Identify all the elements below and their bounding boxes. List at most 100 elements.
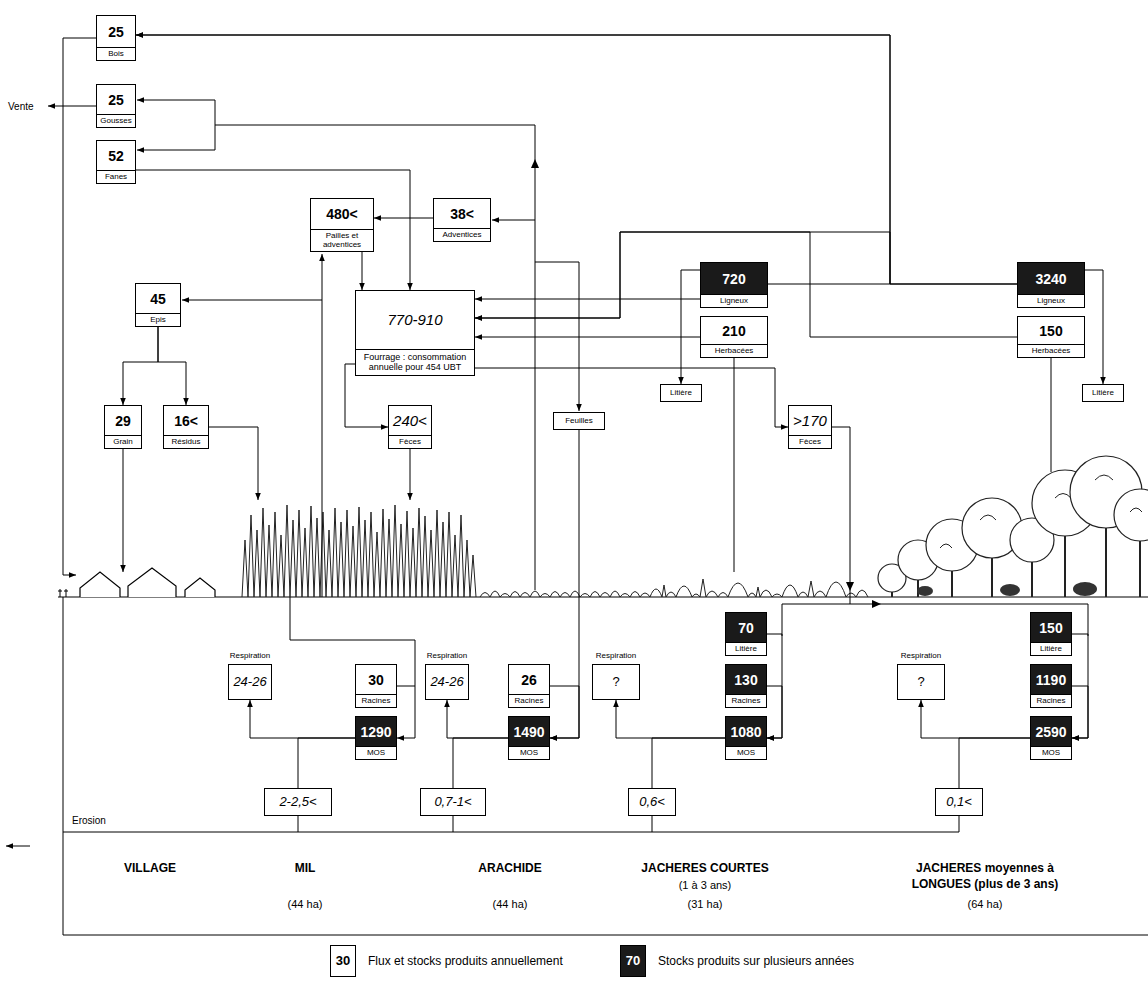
village-huts	[80, 568, 215, 597]
erosion-box: 2-2,5<	[264, 788, 332, 816]
area-size: (44 ha)	[493, 896, 528, 912]
arrow-head	[872, 600, 881, 608]
value-number: 38<	[434, 199, 490, 228]
box-label: Adventices	[434, 228, 490, 241]
flow-arrow	[250, 700, 355, 738]
box-label: Racines	[726, 694, 766, 707]
flow-box: 29Grain	[104, 405, 142, 449]
respiration-node: Respiration24-26	[228, 650, 272, 700]
stock-box: 720Ligneux	[700, 262, 768, 308]
ground-line	[58, 597, 1148, 598]
zone-duration: (1 à 3 ans)	[679, 877, 732, 893]
tree-texture	[940, 475, 1142, 548]
flow-box: 45Epis	[135, 283, 181, 327]
value-number: 30	[356, 665, 396, 694]
harvest-arrow	[137, 100, 215, 101]
flow-arrow	[1085, 270, 1103, 384]
respiration-heading: Respiration	[592, 650, 640, 664]
residue-arrow	[209, 427, 258, 500]
box-label: MOS	[509, 746, 549, 759]
flow-arrow	[136, 35, 1017, 284]
box-label: Gousses	[97, 114, 135, 127]
grain-arrow	[123, 449, 124, 572]
flow-box: >170Fèces	[788, 405, 832, 449]
value-number: 1190	[1031, 665, 1071, 694]
zone-name: VILLAGE	[124, 860, 176, 876]
respiration-node: Respiration?	[592, 650, 640, 700]
value-number: 24-26	[426, 674, 468, 690]
erosion-arrow	[6, 846, 30, 847]
herbs-line	[1051, 358, 1052, 472]
flow-arrow	[374, 218, 433, 219]
zone-name: MIL	[295, 860, 316, 876]
flow-box: 480<Pailles et adventices	[310, 198, 374, 252]
value-number: >170	[789, 406, 831, 435]
flow-box: 38<Adventices	[433, 198, 491, 242]
village-marks	[58, 589, 68, 597]
short-fallow-shrubs	[640, 579, 868, 597]
dark-bush	[1073, 582, 1097, 596]
flow-arrow	[397, 686, 415, 738]
flow-arrow	[550, 686, 579, 738]
flow-arrow	[767, 686, 782, 738]
flow-box: 30Racines	[355, 664, 397, 708]
box-label: Racines	[1031, 694, 1071, 707]
value-number: 29	[105, 406, 141, 435]
box-label: Résidus	[164, 435, 208, 448]
flow-lines	[6, 38, 1148, 935]
flow-box: 770-910Fourrage : consommation annuelle …	[355, 290, 475, 376]
flow-arrow	[681, 270, 700, 384]
value-number: 130	[726, 665, 766, 694]
stock-box: 1290MOS	[355, 716, 397, 760]
flow-box: 240<Fèces	[388, 405, 432, 449]
box-label: Fanes	[97, 170, 135, 183]
value-number: 0,6<	[629, 794, 675, 810]
box-label: Fourrage : consommation annuelle pour 45…	[356, 349, 474, 375]
area-size: (31 ha)	[688, 896, 723, 912]
box-label: Pailles et adventices	[311, 229, 373, 251]
value-number: 70	[726, 613, 766, 642]
box-label: Fèces	[389, 435, 431, 448]
flow-note: Vente	[8, 99, 34, 115]
stock-box: 1190Racines	[1030, 664, 1072, 708]
legend-sample-number: 70	[626, 953, 640, 969]
legend-text: Stocks produits sur plusieurs années	[658, 953, 854, 969]
stock-box: 1490MOS	[508, 716, 550, 760]
box-label: Herbacées	[701, 344, 767, 357]
flow-arrow	[453, 738, 508, 788]
value-number: 150	[1031, 613, 1071, 642]
flow-box: 26Racines	[508, 664, 550, 708]
value-number: 1290	[356, 717, 396, 746]
straw-arrow	[322, 254, 323, 597]
flow-arrow	[475, 368, 788, 427]
legend-text: Flux et stocks produits annuellement	[368, 953, 563, 969]
flow-arrow	[362, 252, 363, 290]
erosion-box: 0,7-1<	[420, 788, 486, 816]
respiration-box: 24-26	[228, 664, 272, 700]
flow-arrow	[767, 634, 782, 738]
flow-arrow	[921, 700, 1030, 738]
tree-crown	[1114, 489, 1148, 541]
value-number: 150	[1018, 317, 1084, 344]
respiration-box: ?	[897, 664, 945, 700]
value-number: 26	[509, 665, 549, 694]
value-number: 16<	[164, 406, 208, 435]
value-number: 770-910	[356, 291, 474, 349]
flow-arrow	[123, 327, 158, 405]
flow-arrow	[475, 299, 700, 300]
flow-box: 210Herbacées	[700, 316, 768, 358]
weed-arrow	[492, 220, 535, 221]
erosion-box: 0,1<	[935, 788, 983, 816]
box-label: MOS	[356, 746, 396, 759]
flow-box: 52Fanes	[96, 140, 136, 184]
herbs-line	[734, 358, 735, 572]
value-number: ?	[898, 674, 944, 690]
dark-bush	[1000, 584, 1020, 596]
stock-box: 130Racines	[725, 664, 767, 708]
box-label: MOS	[726, 746, 766, 759]
harvest-arrow	[137, 150, 215, 151]
value-number: 25	[97, 85, 135, 114]
millet-field	[242, 505, 476, 597]
arrow-head	[846, 582, 854, 591]
